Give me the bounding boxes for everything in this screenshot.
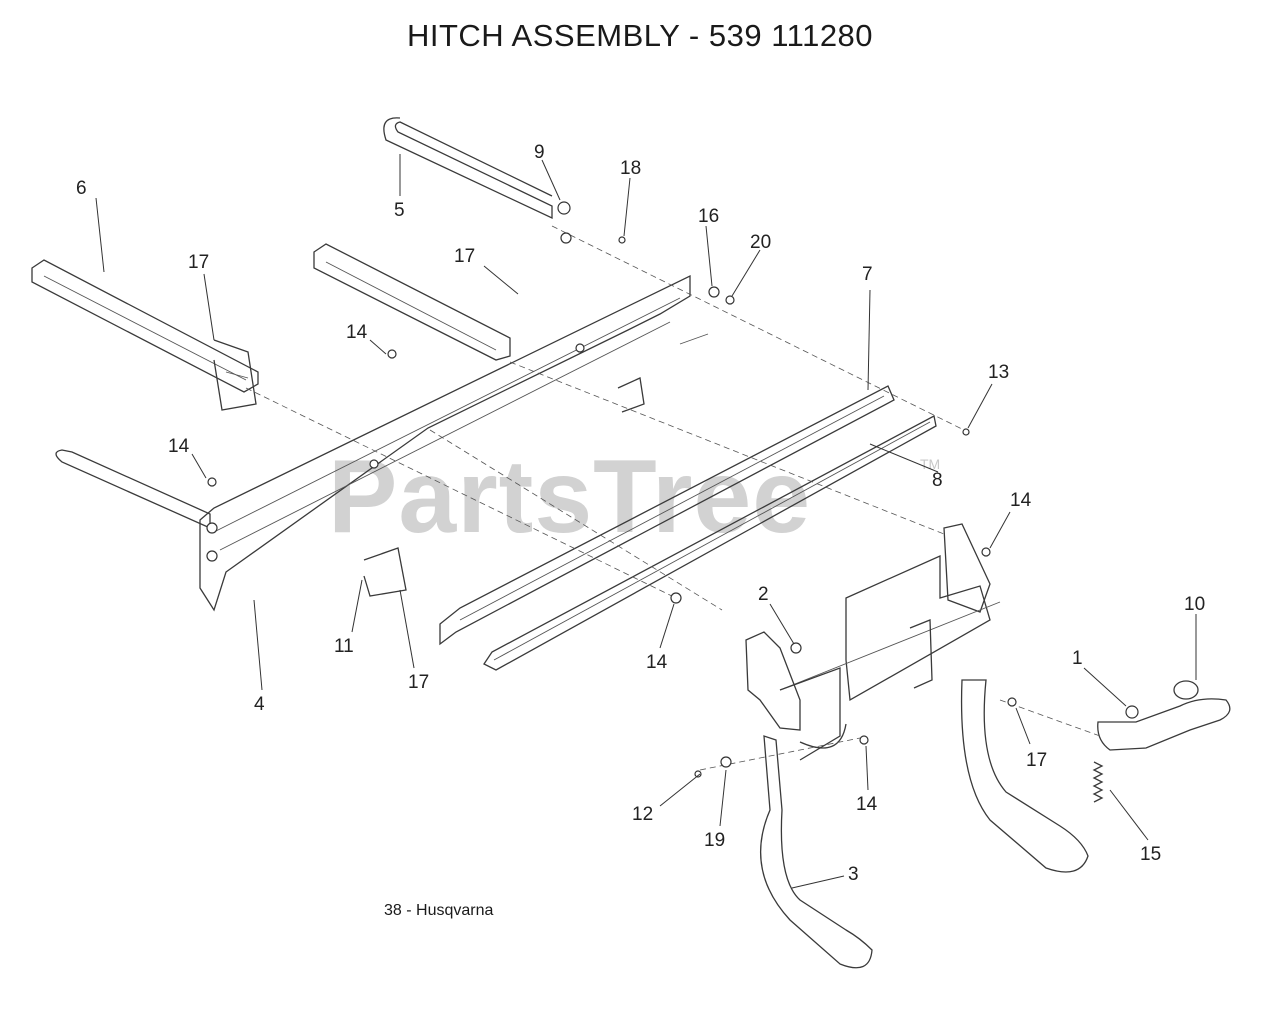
page-footer: 38 - Husqvarna (384, 902, 494, 919)
callout-14-d: 14 (646, 652, 668, 673)
callout-16: 16 (698, 206, 719, 227)
callout-18: 18 (620, 158, 641, 179)
callout-2: 2 (758, 584, 769, 605)
callout-17-c: 17 (408, 672, 429, 693)
callout-labels: 9 18 16 20 5 6 17 17 14 7 13 14 8 14 2 1… (76, 142, 1205, 885)
callout-14-c: 14 (1010, 490, 1032, 511)
callout-10: 10 (1184, 594, 1205, 615)
part-10-lift-arm (1097, 680, 1231, 751)
callout-14-b: 14 (168, 436, 190, 457)
callout-9: 9 (534, 142, 545, 163)
part-8-bar (483, 415, 937, 671)
callout-6: 6 (76, 178, 87, 199)
callout-20: 20 (750, 232, 771, 253)
callout-3: 3 (848, 864, 859, 885)
part-5-upper-rail (383, 117, 553, 220)
diagram-title: HITCH ASSEMBLY - 539 111280 (406, 18, 874, 53)
part-right-lower-arm (960, 679, 1089, 873)
callout-8: 8 (932, 470, 943, 491)
alignment-lines (245, 225, 1101, 771)
part-3-lower-arm (760, 723, 873, 969)
callout-1: 1 (1072, 648, 1083, 669)
part-7-bar (439, 385, 895, 646)
callout-14-e: 14 (856, 794, 878, 815)
callout-13: 13 (988, 362, 1009, 383)
watermark-trademark: TM (920, 456, 941, 472)
callout-17-a: 17 (188, 252, 209, 273)
leader-lines (95, 154, 1197, 889)
callout-7: 7 (862, 264, 873, 285)
callout-17-d: 17 (1026, 750, 1047, 771)
callout-14-a: 14 (346, 322, 368, 343)
part-4-main-frame (55, 243, 709, 612)
callout-12: 12 (632, 804, 653, 825)
callout-5: 5 (394, 200, 405, 221)
fasteners (206, 201, 1139, 778)
callout-19: 19 (704, 830, 725, 851)
part-15-spring (1092, 761, 1104, 803)
watermark-logo: PartsTree (328, 439, 812, 555)
callout-4: 4 (254, 694, 265, 715)
part-6-left-rail (31, 259, 259, 411)
callout-11: 11 (334, 636, 354, 657)
callout-17-b: 17 (454, 246, 475, 267)
part-2-hitch-bracket (745, 523, 1001, 761)
callout-15: 15 (1140, 844, 1161, 865)
